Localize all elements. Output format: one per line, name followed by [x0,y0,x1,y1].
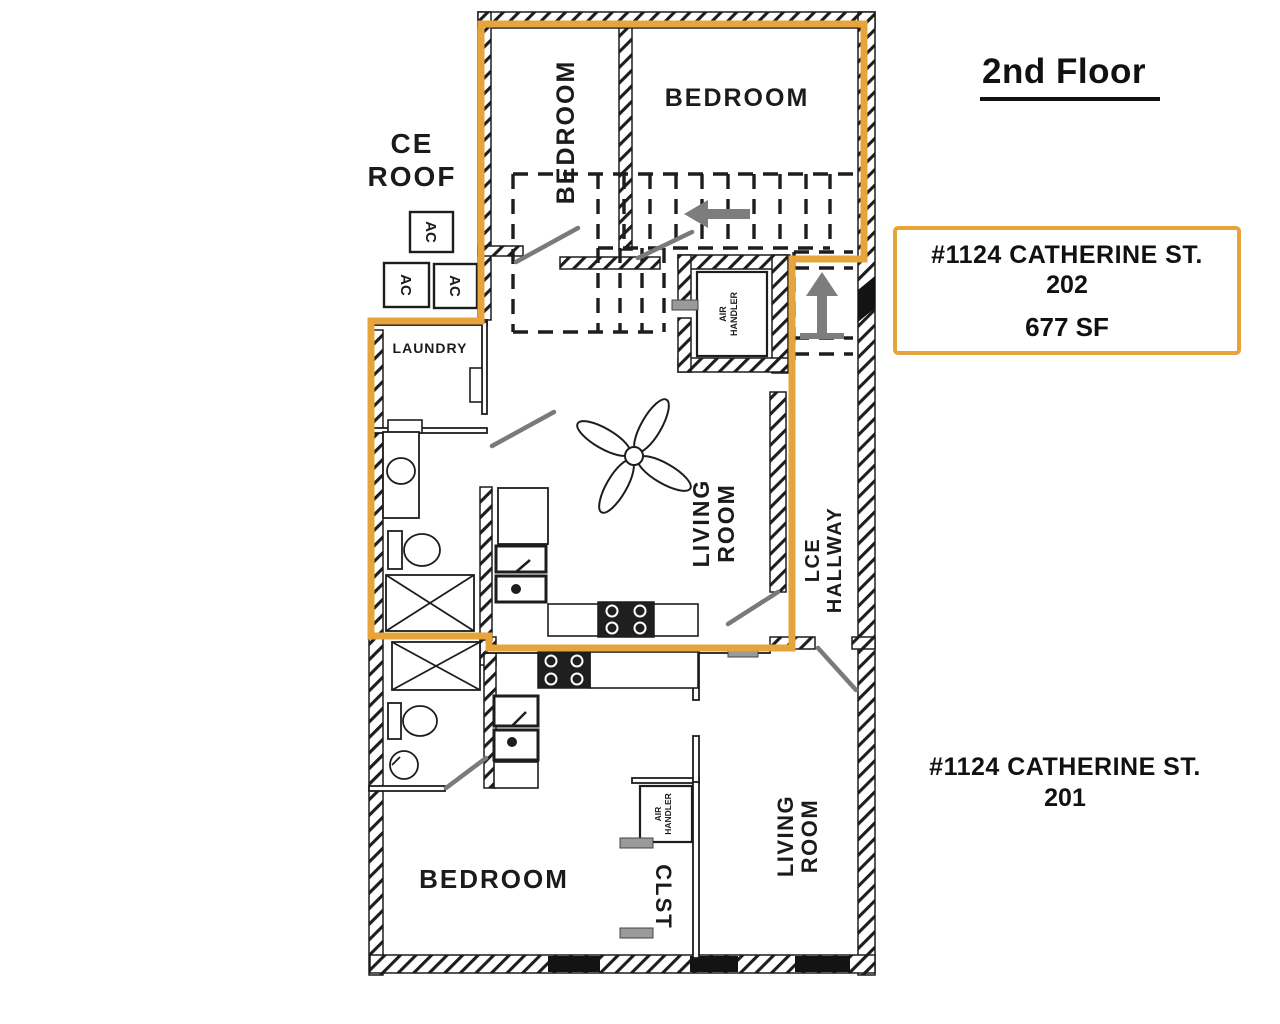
fixtures [382,210,769,939]
kitchen-202 [494,487,699,637]
unit-202-address: #1124 CATHERINE ST. [931,241,1203,269]
door-swings [443,225,859,791]
ac-units [382,210,479,310]
bathroom-201 [387,702,438,780]
unit-202-highlight-outline [367,20,868,652]
label-ac-3: AC [446,275,463,297]
label-living-201-line2: ROOM [797,799,822,873]
label-lce-hallway: LCE HALLWAY [802,507,846,613]
stove-201 [537,651,591,689]
unit-202-area: 677 SF [1025,312,1109,342]
label-ce-roof-line2: ROOF [368,161,457,192]
label-clst: CLST [651,864,676,929]
label-living-202-line1: LIVING [688,479,714,568]
arrow-up-icon [800,272,844,339]
label-living-202-line2: ROOM [713,483,739,563]
stair-direction-arrows [684,200,844,339]
unit-201-number: 201 [1044,784,1086,812]
label-hallway-line1: LCE [802,538,824,583]
ah202-line2: HANDLER [729,292,739,336]
ah201-line2: HANDLER [663,793,673,835]
label-bedroom-upper-left: BEDROOM [552,60,580,205]
arrow-left-icon [684,200,750,228]
bathroom-202 [382,431,441,570]
unit-201-info-label: #1124 CATHERINE ST. 201 [900,753,1230,813]
label-bedroom-upper-right: BEDROOM [665,84,810,112]
unit-201-address: #1124 CATHERINE ST. [929,753,1201,781]
label-ac-2: AC [397,274,414,296]
label-bedroom-201: BEDROOM [419,864,569,894]
page-title-text: 2nd Floor [980,52,1160,101]
label-laundry: LAUNDRY [393,340,468,356]
label-living-201-line1: LIVING [773,795,798,877]
ah202-line1: AIR [718,306,728,322]
ceiling-fan-icon [576,398,692,514]
x-boxes [385,574,481,691]
air-handler-201-box [638,784,694,844]
label-living-room-202: LIVING ROOM [688,479,739,568]
page-title: 2nd Floor [940,52,1200,101]
label-ce-roof-line1: CE [391,128,434,159]
kitchen-201 [492,651,699,789]
label-hallway-line2: HALLWAY [824,507,846,613]
label-air-handler-201: AIR HANDLER [653,793,673,835]
stove-202 [597,601,655,638]
air-handler-202-box [695,270,769,358]
unit-202-number: 202 [1046,271,1088,299]
label-living-room-201: LIVING ROOM [773,795,822,877]
label-air-handler-202: AIR HANDLER [718,292,739,336]
unit-202-info-box: #1124 CATHERINE ST. 202 677 SF [893,226,1241,355]
label-ac-1: AC [422,221,439,243]
wall-solid-chunks [548,276,875,972]
ah201-line1: AIR [653,807,663,822]
